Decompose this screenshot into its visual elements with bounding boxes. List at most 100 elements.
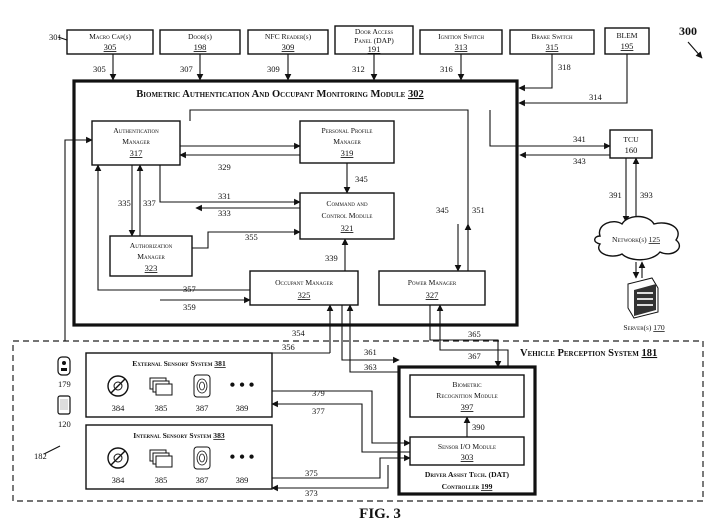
profile-manager-ref: 319 — [341, 148, 354, 158]
server-icon — [627, 277, 659, 319]
macro-caps-label: Macro Cap(s) — [89, 32, 131, 41]
arrow-305: 305 — [93, 64, 106, 74]
ext-item-384: 384 — [112, 403, 126, 413]
int-item-384: 384 — [112, 475, 126, 485]
nfc-label: NFC Reader(s) — [265, 32, 312, 41]
arrow-375: 375 — [305, 468, 318, 478]
multi-image-icon — [149, 449, 173, 468]
dat-title-1: Driver Assist Tech. (DAT) — [425, 470, 510, 479]
arrow-339: 339 — [325, 253, 338, 263]
arrow-331: 331 — [218, 191, 231, 201]
internal-sensory-system: Internal Sensory System 383 • • • 384 38… — [85, 424, 273, 490]
top-input-brake-switch: Brake Switch 315 — [509, 29, 595, 55]
internal-title: Internal Sensory System 383 — [133, 431, 225, 440]
arrow-345-inner: 345 — [355, 174, 368, 184]
command-ref: 321 — [341, 223, 354, 233]
key-fob-icon — [57, 356, 71, 376]
command-control-module: Command and Control Module 321 — [299, 192, 395, 240]
server-label: Server(s) 170 — [623, 323, 665, 332]
top-input-blem: BLEM 195 — [604, 27, 650, 55]
brake-label: Brake Switch — [531, 32, 573, 41]
arrow-345: 345 — [436, 205, 449, 215]
arrow-361: 361 — [364, 347, 377, 357]
arrow-355: 355 — [245, 232, 258, 242]
authorization-manager: Authorization Manager 323 — [109, 235, 193, 277]
arrow-307: 307 — [180, 64, 193, 74]
dap-label-2: Panel (DAP) — [354, 36, 394, 45]
more-dots: • • • — [230, 377, 255, 394]
int-item-389: 389 — [236, 475, 249, 485]
top-input-doors: Door(s) 198 — [159, 29, 241, 55]
fingerprint-icon — [193, 446, 211, 470]
figure-label: FIG. 3 — [359, 506, 401, 521]
power-manager: Power Manager 327 — [378, 270, 486, 306]
tcu-ref: 160 — [625, 145, 638, 155]
ignition-label: Ignition Switch — [438, 32, 484, 41]
authentication-manager: Authentication Manager 317 — [91, 120, 181, 166]
ignition-ref: 313 — [455, 42, 468, 52]
dap-ref: 191 — [368, 44, 381, 54]
authorization-label-2: Manager — [137, 252, 165, 261]
tcu-box: TCU 160 — [609, 129, 653, 159]
ext-item-385: 385 — [155, 403, 168, 413]
occupant-manager: Occupant Manager 325 — [249, 270, 359, 306]
external-sensory-system: External Sensory System 381 • • • 384 38… — [85, 352, 273, 418]
fingerprint-icon — [193, 374, 211, 398]
sensor-io-module: Sensor I/O Module 303 — [409, 436, 525, 466]
occupant-ref: 325 — [298, 290, 311, 300]
macro-caps-ref: 305 — [104, 42, 117, 52]
top-input-nfc-reader: NFC Reader(s) 309 — [247, 29, 329, 55]
arrow-391: 391 — [609, 190, 622, 200]
auth-manager-label-1: Authentication — [113, 126, 159, 135]
arrow-379: 379 — [312, 388, 325, 398]
vps-title: Vehicle Perception System 181 — [520, 348, 657, 359]
ref-301: 301 — [49, 32, 62, 42]
arrow-337: 337 — [143, 198, 156, 208]
auth-manager-ref: 317 — [130, 148, 143, 158]
arrow-373: 373 — [305, 488, 318, 498]
biometric-label-1: Biometric — [452, 380, 482, 389]
arrow-333: 333 — [218, 208, 231, 218]
top-input-macro-caps: Macro Cap(s) 305 — [66, 29, 154, 55]
arrow-318: 318 — [558, 62, 571, 72]
profile-manager-label-2: Manager — [333, 137, 361, 146]
device-120: 120 — [58, 419, 71, 429]
arrow-359: 359 — [183, 302, 196, 312]
command-label-1: Command and — [326, 199, 368, 208]
arrow-351: 351 — [472, 205, 485, 215]
figure-ref: 300 — [679, 24, 697, 38]
no-sensor-icon — [107, 375, 129, 397]
personal-profile-manager: Personal Profile Manager 319 — [299, 120, 395, 164]
arrow-367: 367 — [468, 351, 481, 361]
brake-ref: 315 — [546, 42, 559, 52]
authorization-ref: 323 — [145, 263, 158, 273]
authorization-label-1: Authorization — [130, 241, 173, 250]
arrow-343: 343 — [573, 156, 586, 166]
no-sensor-icon — [107, 447, 129, 469]
blem-ref: 195 — [621, 41, 634, 51]
arrow-329: 329 — [218, 162, 231, 172]
network-cloud: Network(s) 125 — [594, 215, 681, 261]
arrow-357: 357 — [183, 284, 196, 294]
int-item-387: 387 — [196, 475, 209, 485]
blem-label: BLEM — [616, 31, 637, 40]
arrow-309: 309 — [267, 64, 280, 74]
nfc-ref: 309 — [282, 42, 295, 52]
arrow-356: 356 — [282, 342, 295, 352]
doors-label: Door(s) — [188, 32, 212, 41]
arrow-341: 341 — [573, 134, 586, 144]
ref-182: 182 — [34, 451, 47, 461]
top-input-door-access-panel: Door Access Panel (DAP) 191 — [334, 25, 414, 55]
arrow-390: 390 — [472, 422, 485, 432]
phone-icon — [57, 395, 71, 415]
arrow-312: 312 — [352, 64, 365, 74]
biometric-label-2: Recognition Module — [436, 391, 497, 400]
auth-manager-label-2: Manager — [122, 137, 150, 146]
arrow-316: 316 — [440, 64, 453, 74]
more-dots: • • • — [230, 449, 255, 466]
dap-label-1: Door Access — [355, 27, 394, 36]
top-input-ignition-switch: Ignition Switch 313 — [419, 29, 503, 55]
ext-item-389: 389 — [236, 403, 249, 413]
arrow-377: 377 — [312, 406, 325, 416]
biometric-recognition-module: Biometric Recognition Module 397 — [409, 374, 525, 418]
